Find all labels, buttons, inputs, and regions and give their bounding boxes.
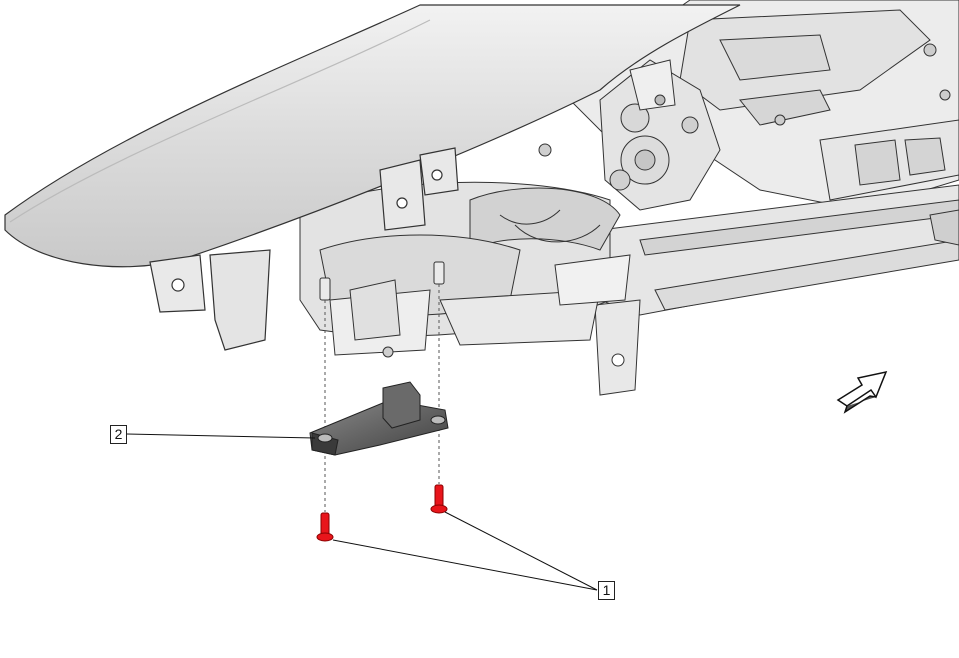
- callout-label-1: 1: [598, 581, 615, 600]
- leader-lines: [126, 433, 598, 591]
- fastener: [316, 484, 448, 542]
- console-side-rail: [594, 184, 959, 396]
- console-housing: [559, 0, 959, 211]
- storage-bin: [299, 143, 631, 358]
- console-trim-panel: [4, 4, 741, 351]
- front-direction-arrow-icon: [836, 370, 888, 414]
- gear-mechanism: [599, 59, 721, 211]
- bracket: [309, 381, 449, 456]
- installation-guide-lines: [324, 284, 440, 512]
- callout-label-2: 2: [110, 425, 127, 444]
